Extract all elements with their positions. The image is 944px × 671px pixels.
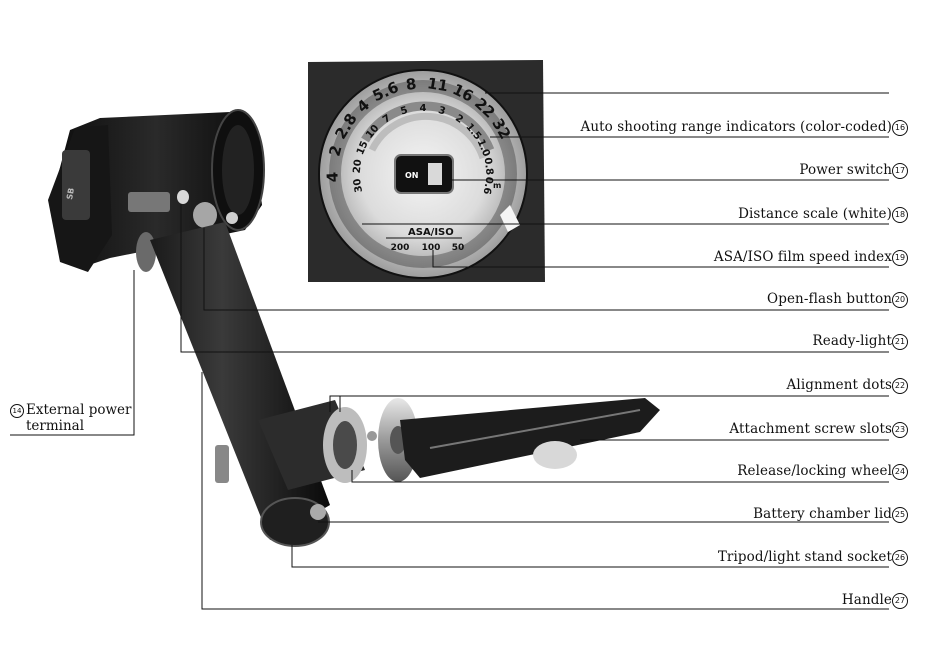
callout-14-line2: terminal	[26, 418, 85, 434]
distance-label-7: 3	[437, 105, 447, 118]
callout-22-label: Alignment dots	[786, 377, 892, 393]
callout-23-label: Attachment screw slots	[729, 421, 892, 437]
barrel-socket	[333, 421, 357, 469]
aperture-label-5: 8	[405, 75, 418, 94]
sensor-mark: SB	[65, 187, 76, 200]
distance-label-6: 4	[420, 103, 427, 114]
distance-label-4: 7	[381, 113, 393, 126]
distance-label-12: 0.6	[481, 176, 495, 195]
aperture-label-1: 2	[325, 143, 345, 158]
dial-track	[329, 80, 517, 268]
leader-20	[203, 228, 889, 311]
distance-label-5: 5	[399, 105, 409, 118]
callout-21-number: 21	[892, 334, 908, 350]
asa-value-2: 50	[452, 243, 465, 253]
distance-label-0: 30	[352, 178, 365, 194]
distance-label-2: 15	[355, 139, 371, 156]
locking-wheel	[533, 441, 577, 469]
leader-lines	[10, 92, 889, 610]
leader-27	[201, 372, 889, 610]
callout-23-number: 23	[892, 422, 908, 438]
leader-19	[432, 250, 889, 268]
callout-24-number: 24	[892, 464, 908, 480]
callout-20-label: Open-flash button	[767, 291, 892, 307]
head-screw	[226, 212, 238, 224]
callout-20-number: 20	[892, 292, 908, 308]
handle-clip	[215, 445, 229, 483]
callout-26-number: 26	[892, 550, 908, 566]
callout-14-line1: External power	[26, 402, 132, 418]
callout-27-label: Handle	[841, 592, 892, 608]
callout-25-number: 25	[892, 507, 908, 523]
open-flash-button	[193, 202, 217, 228]
callout-17-number: 17	[892, 163, 908, 179]
callout-18-label: Distance scale (white)	[738, 206, 892, 222]
lens-inner	[222, 125, 254, 215]
callout-22-number: 22	[892, 378, 908, 394]
head-plate	[128, 192, 170, 212]
power-switch-slider	[428, 163, 442, 185]
handle	[150, 222, 330, 540]
callout-27-number: 27	[892, 593, 908, 609]
aperture-label-0: 4	[323, 172, 341, 183]
power-switch	[394, 154, 454, 194]
callout-16-label: Auto shooting range indicators (color-co…	[580, 119, 892, 135]
leader-26	[291, 545, 889, 568]
callout-14-number: 14	[10, 404, 24, 418]
asa-value-0: 200	[391, 243, 410, 253]
distance-label-11: 0.8	[482, 157, 495, 176]
leader-22	[329, 395, 889, 412]
callout-17-label: Power switch	[799, 162, 892, 178]
sensor-window	[62, 150, 90, 220]
callout-26-label: Tripod/light stand socket	[717, 549, 892, 565]
leader-21	[180, 204, 889, 353]
range-band-2	[368, 112, 487, 160]
external-power-terminal	[136, 232, 156, 272]
callout-24-label: Release/locking wheel	[737, 463, 892, 479]
leader-24	[351, 470, 889, 483]
range-band-1	[361, 101, 495, 152]
callout-18-number: 18	[892, 207, 908, 223]
asa-title: ASA/ISO	[408, 227, 454, 238]
index-wedge	[500, 205, 520, 232]
power-switch-label: ON	[405, 171, 419, 180]
bracket-slot	[429, 409, 641, 449]
leader-14	[10, 270, 135, 436]
distance-label-1: 20	[352, 159, 365, 174]
callout-25-label: Battery chamber lid	[753, 506, 892, 522]
bracket-arm	[400, 398, 660, 478]
ready-light	[177, 190, 189, 204]
distance-label-8: 2	[453, 113, 465, 126]
asa-scale: 200 100 50	[391, 243, 465, 253]
flash-unit: SB	[48, 109, 660, 547]
tripod-socket	[310, 504, 326, 520]
distance-unit: m	[493, 181, 501, 190]
alignment-pin	[367, 431, 377, 441]
callout-21-label: Ready-light	[812, 333, 892, 349]
callout-16-number: 16	[892, 120, 908, 136]
callout-19-label: ASA/ISO film speed index	[713, 249, 892, 265]
callout-19-number: 19	[892, 250, 908, 266]
aperture-label-6: 11	[426, 74, 450, 95]
asa-value-1: 100	[422, 243, 441, 253]
